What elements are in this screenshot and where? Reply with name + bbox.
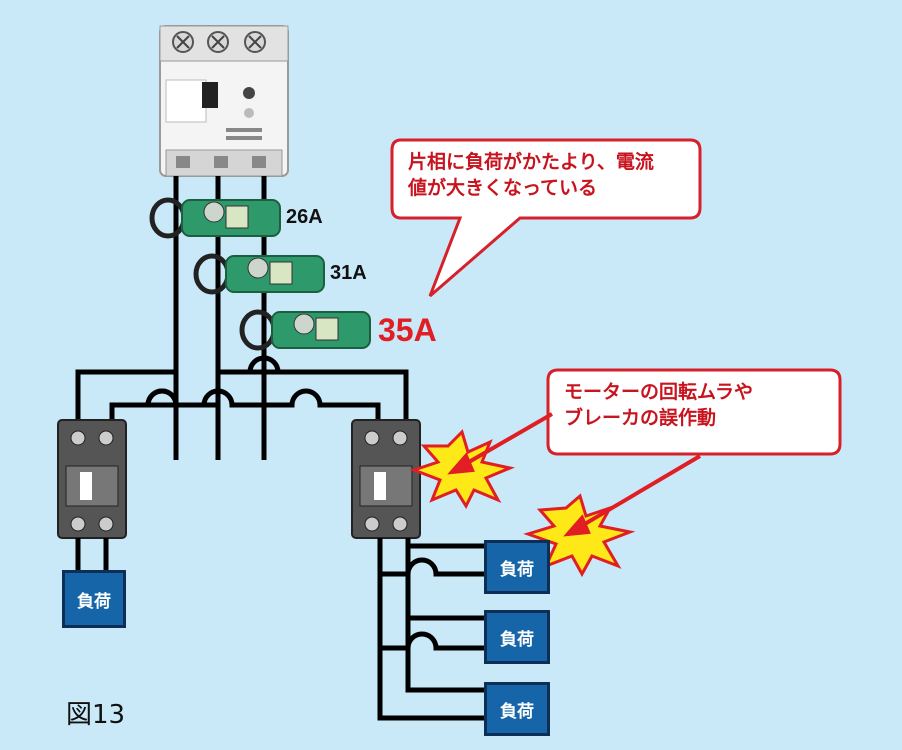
main-breaker <box>159 25 289 177</box>
callout-right-line2: ブレーカの誤作動 <box>564 406 717 429</box>
spark-burst-icon <box>523 493 636 578</box>
right-load-wires <box>377 538 484 721</box>
callout-right-line1: モーターの回転ムラや <box>564 381 754 403</box>
meter-reading: 31A <box>330 262 367 284</box>
callout-top-text: 片相に負荷がかたより、電流 値が大きくなっている <box>408 150 654 201</box>
callout-top-line2: 値が大きくなっている <box>408 176 598 199</box>
load-box-left: 負荷 <box>62 570 126 628</box>
clamp-meter-icon <box>193 253 325 295</box>
callout-right-text: モーターの回転ムラや ブレーカの誤作動 <box>564 380 753 431</box>
terminal-screw-icon <box>172 31 266 53</box>
arrow-icon <box>447 412 702 537</box>
callout-right <box>546 368 842 456</box>
meter-reading: 26A <box>286 206 323 228</box>
callout-top-line1: 片相に負荷がかたより、電流 <box>408 151 654 173</box>
figure-label: 図13 <box>66 700 126 730</box>
load-box-right-1: 負荷 <box>484 540 550 594</box>
meter-reading-highlight: 35A <box>378 312 437 348</box>
load-box-right-2: 負荷 <box>484 610 550 664</box>
callout-top <box>390 138 702 298</box>
branch-breaker-left <box>57 419 127 539</box>
clamp-meter-icon <box>239 309 371 351</box>
left-load-wires <box>75 538 109 570</box>
branch-breaker-right <box>351 419 421 539</box>
load-box-right-3: 負荷 <box>484 682 550 736</box>
clamp-meter-icon <box>149 197 281 239</box>
